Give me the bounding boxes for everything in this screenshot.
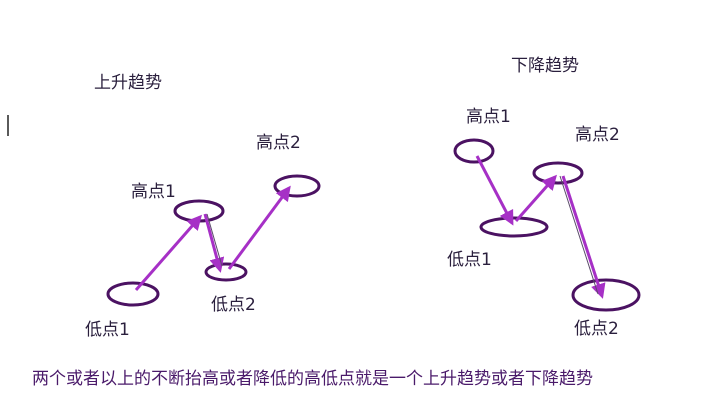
uptrend-arrow-low2-high2 — [227, 185, 291, 270]
downtrend-arrow-high1-low1 — [475, 155, 514, 226]
downtrend-title: 下降趋势 — [511, 56, 579, 76]
downtrend-panel: 下降趋势 高点1 高点2 低点1 低点2 — [447, 56, 641, 339]
uptrend-low1-label: 低点1 — [85, 320, 130, 340]
downtrend-high2-ring — [532, 161, 584, 185]
downtrend-high1-label: 高点1 — [466, 107, 511, 127]
caption-text: 两个或者以上的不断抬高或者降低的高低点就是一个上升趋势或者下降趋势 — [32, 369, 593, 389]
uptrend-low1-ring — [106, 281, 160, 307]
downtrend-high2-label: 高点2 — [575, 125, 620, 145]
downtrend-low2-ring — [571, 278, 641, 312]
downtrend-guide-line — [559, 175, 599, 295]
uptrend-high2-label: 高点2 — [256, 133, 301, 153]
downtrend-low1-label: 低点1 — [447, 250, 492, 270]
downtrend-low2-label: 低点2 — [574, 319, 619, 339]
uptrend-title: 上升趋势 — [94, 73, 162, 93]
uptrend-guide-line — [206, 213, 223, 267]
uptrend-arrow-high1-low2 — [203, 213, 225, 273]
uptrend-low2-ring — [204, 262, 248, 282]
downtrend-arrow-high2-low2 — [561, 175, 606, 299]
downtrend-high1-ring — [453, 138, 495, 164]
uptrend-low2-label: 低点2 — [211, 295, 256, 315]
uptrend-panel: 上升趋势 高点1 高点2 低点1 低点2 — [85, 73, 321, 340]
downtrend-low1-ring — [479, 216, 549, 238]
uptrend-arrow-low1-high1 — [134, 214, 202, 291]
downtrend-arrow-low1-high2 — [514, 174, 557, 222]
uptrend-high2-ring — [273, 174, 321, 198]
uptrend-high1-label: 高点1 — [131, 182, 176, 202]
